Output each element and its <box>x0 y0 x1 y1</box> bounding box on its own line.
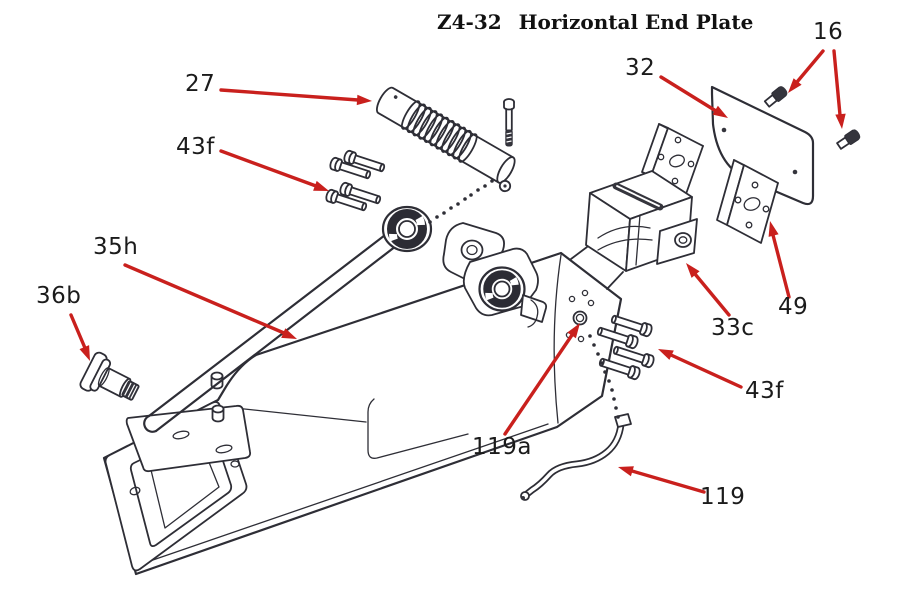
rod-connector-lines <box>570 246 624 290</box>
clevis-pin-bolt <box>503 98 515 147</box>
frame-crease-lines <box>225 398 469 459</box>
callout-label-36b: 36b <box>36 283 82 309</box>
frame-weldment <box>102 230 624 576</box>
arrow-32 <box>659 75 728 118</box>
arrow-36b <box>69 313 90 361</box>
adapter-plate-49 <box>716 159 779 244</box>
arrow-49 <box>768 221 791 299</box>
cylinder-mount-plate <box>641 123 704 195</box>
screw-16-a <box>763 86 788 108</box>
bushing-lower <box>478 266 526 312</box>
leader-dots-handle <box>428 179 494 224</box>
flanged-pin-36b <box>79 351 140 401</box>
arrow-43f-upper <box>219 149 329 191</box>
callout-arrows <box>69 49 846 494</box>
arrow-119 <box>618 466 706 494</box>
callout-label-32: 32 <box>625 55 656 81</box>
title-part-name: Horizontal End Plate <box>518 10 754 34</box>
arrow-16-a <box>788 49 825 93</box>
frame-bottom-flange-line <box>149 423 549 562</box>
callout-label-27: 27 <box>185 71 216 97</box>
cylinder-nose <box>656 218 698 265</box>
bolts-43f-upper <box>325 149 386 212</box>
arrow-27 <box>219 88 372 106</box>
arrow-33c <box>686 263 731 317</box>
handle-grip-27 <box>376 86 516 193</box>
pivot-bushings <box>381 205 548 328</box>
arrow-43f-lower <box>658 349 743 389</box>
hydraulic-unit-33c <box>585 170 698 272</box>
bushing-upper <box>381 205 433 253</box>
arrow-119a <box>503 323 580 436</box>
callout-label-33c: 33c <box>711 315 755 341</box>
callout-label-35h: 35h <box>93 234 139 260</box>
end-face-crease <box>553 254 562 424</box>
leader-dots-tube <box>588 334 620 419</box>
callout-label-16: 16 <box>813 19 844 45</box>
spring-clip <box>527 299 539 328</box>
callout-label-119a: 119a <box>472 434 532 460</box>
screw-16-b <box>836 129 861 150</box>
bracket-tab <box>520 294 548 323</box>
arrow-16-b <box>832 49 846 129</box>
page-title: Z4-32 Horizontal End Plate <box>437 10 753 34</box>
callout-label-43f-lower: 43f <box>745 378 784 404</box>
piston-rod <box>612 182 664 211</box>
callout-label-43f-upper: 43f <box>176 134 215 160</box>
set-screws-16 <box>763 86 861 150</box>
title-part-code: Z4-32 <box>437 10 502 34</box>
callout-label-49: 49 <box>778 294 809 320</box>
bolts-43f-lower <box>596 314 655 381</box>
arrow-35h <box>123 263 297 339</box>
hydraulic-tube-119 <box>520 413 632 501</box>
hose-port-119a <box>572 310 588 326</box>
frame-top-pins <box>210 371 225 423</box>
lever-arm <box>143 230 398 433</box>
callout-label-119: 119 <box>700 484 746 510</box>
